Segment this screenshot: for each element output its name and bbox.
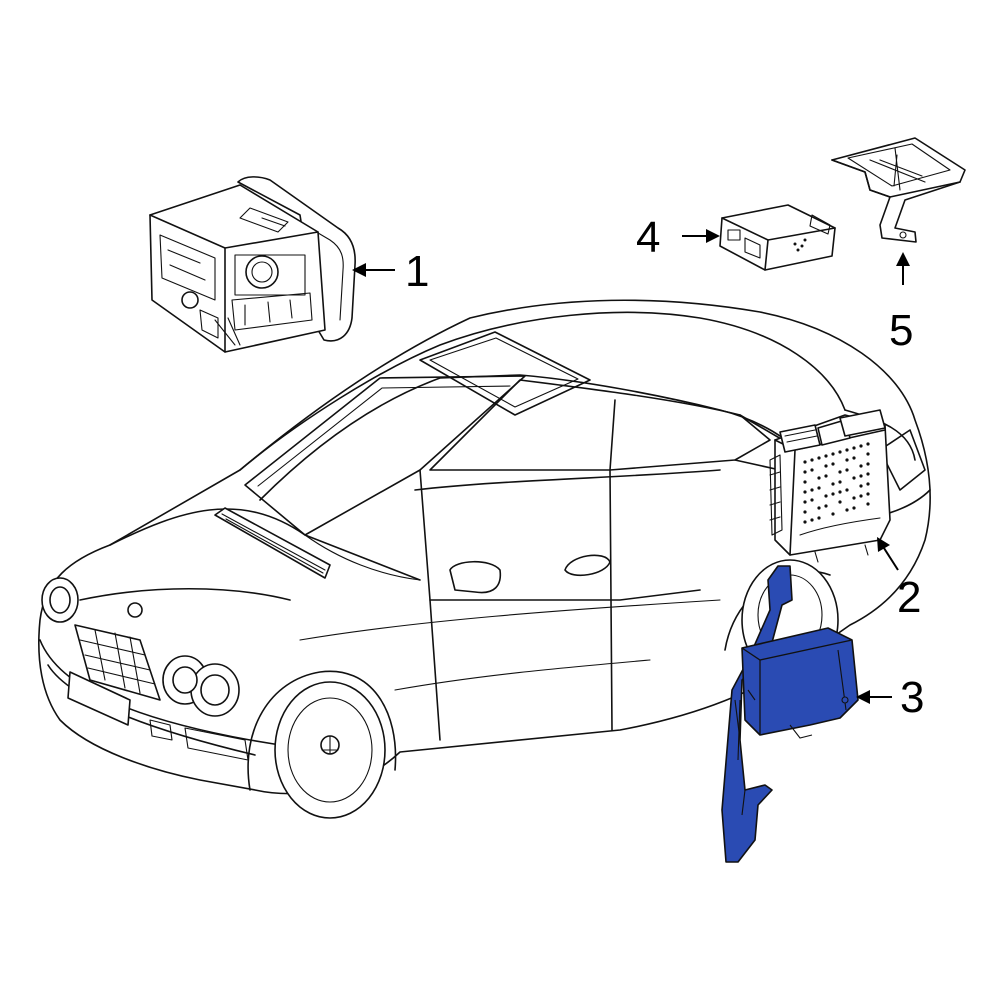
callout-label-2: 2 (897, 573, 921, 622)
callout-label-4: 4 (636, 213, 660, 262)
module-body (741, 627, 859, 736)
callout-label-3: 3 (900, 673, 924, 722)
callout-5: 5 (889, 252, 913, 355)
module-dot-grid (803, 442, 870, 524)
callout-1: 1 (352, 247, 429, 296)
car-illustration (38, 299, 931, 819)
radio-head-unit[interactable] (149, 176, 356, 353)
callout-label-5: 5 (889, 306, 913, 355)
callout-2: 2 (877, 537, 921, 622)
control-module[interactable] (769, 409, 891, 563)
mounting-bracket[interactable] (831, 137, 966, 243)
module-with-bracket[interactable] (721, 565, 859, 863)
small-module[interactable] (719, 204, 836, 271)
callout-3: 3 (856, 673, 924, 722)
callout-label-1: 1 (405, 247, 429, 296)
callout-4: 4 (636, 213, 720, 262)
